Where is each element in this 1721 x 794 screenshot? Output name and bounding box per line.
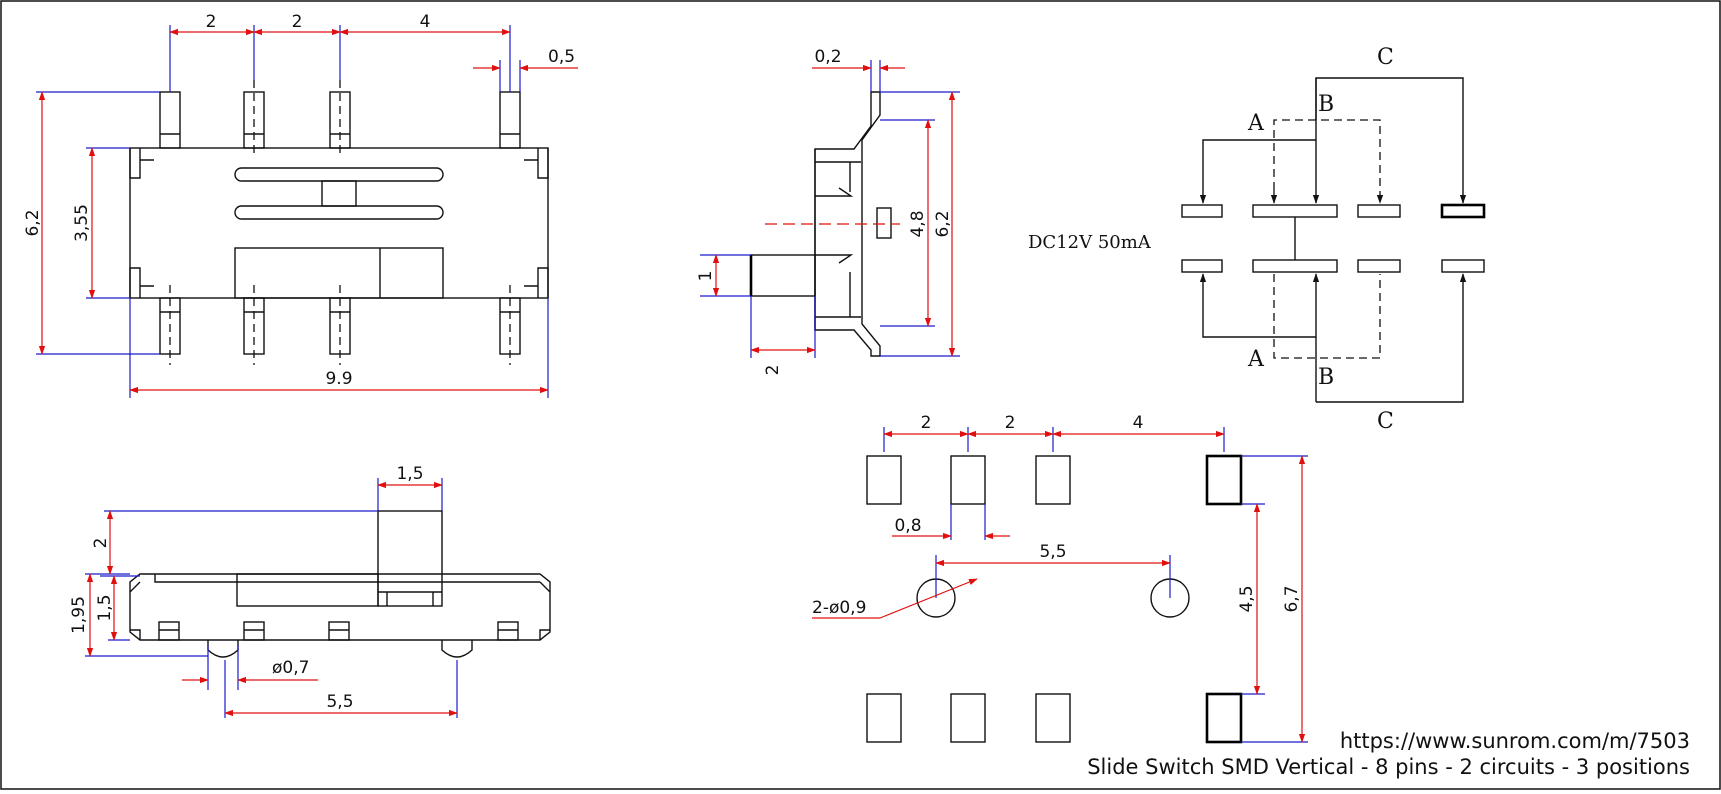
fp-pitch-3-label: 4	[1133, 413, 1144, 433]
front-overall-height-label: 1,95	[69, 596, 89, 634]
actuator-slot	[234, 247, 444, 299]
schematic-b-bottom: B	[1318, 365, 1334, 390]
side-inner-height-label: 4,8	[908, 210, 928, 237]
top-pitch-1-label: 2	[206, 12, 217, 32]
body-height-label: 3,55	[72, 204, 92, 242]
pcb-footprint: 2 2 4 0,8 5,5 2-ø0,9 4,5 6,7	[812, 413, 1308, 744]
holes-label: 2-ø0,9	[812, 598, 866, 618]
front-view: 1,5 2 1,5 1,95 ø0,7 5,5	[69, 464, 551, 718]
top-pitch-2-label: 2	[292, 12, 303, 32]
actuator-thickness-label: 1	[696, 271, 716, 282]
fp-pitch-1-label: 2	[921, 413, 932, 433]
pad-outer-span-label: 6,7	[1282, 585, 1302, 612]
rating-label: DC12V 50mA	[1028, 232, 1152, 253]
schematic-a-bottom: A	[1247, 347, 1265, 372]
front-actuator	[377, 510, 443, 607]
front-actuator-height-label: 2	[91, 538, 111, 549]
pad-width-label: 0,8	[894, 516, 921, 536]
schematic-c-top: C	[1377, 45, 1394, 70]
fp-pitch-2-label: 2	[1005, 413, 1016, 433]
side-view: 0,2 6,2 4,8 1 2	[696, 47, 960, 375]
front-actuator-width-label: 1,5	[396, 464, 423, 484]
schematic-b-top: B	[1318, 92, 1334, 117]
pin-width-label: 0,5	[548, 47, 575, 67]
front-body-height-label: 1,5	[95, 594, 115, 621]
actuator-length-label: 2	[763, 365, 783, 376]
top-view: 2 2 4 0,5 6,2 3,55 9.9	[23, 12, 578, 398]
schematic-c-bottom: C	[1377, 409, 1394, 434]
side-actuator	[750, 254, 816, 297]
side-total-height-label: 6,2	[933, 210, 953, 237]
peg-spacing-label: 5,5	[326, 692, 353, 712]
schematic-a-top: A	[1247, 111, 1265, 136]
hole-spacing-label: 5,5	[1039, 542, 1066, 562]
switch-body	[129, 147, 549, 299]
pad-inner-span-label: 4,5	[1237, 585, 1257, 612]
footer-url[interactable]: https://www.sunrom.com/m/7503	[1340, 729, 1690, 753]
switch-schematic: DC12V 50mA A B C A B C	[1028, 45, 1486, 434]
lead-thickness-label: 0,2	[814, 47, 841, 67]
top-total-height-label: 6,2	[23, 209, 43, 236]
body-length-label: 9.9	[325, 369, 352, 389]
peg-diameter-label: ø0,7	[272, 658, 309, 678]
top-pitch-3-label: 4	[420, 12, 431, 32]
footer-description: Slide Switch SMD Vertical - 8 pins - 2 c…	[1087, 755, 1690, 779]
